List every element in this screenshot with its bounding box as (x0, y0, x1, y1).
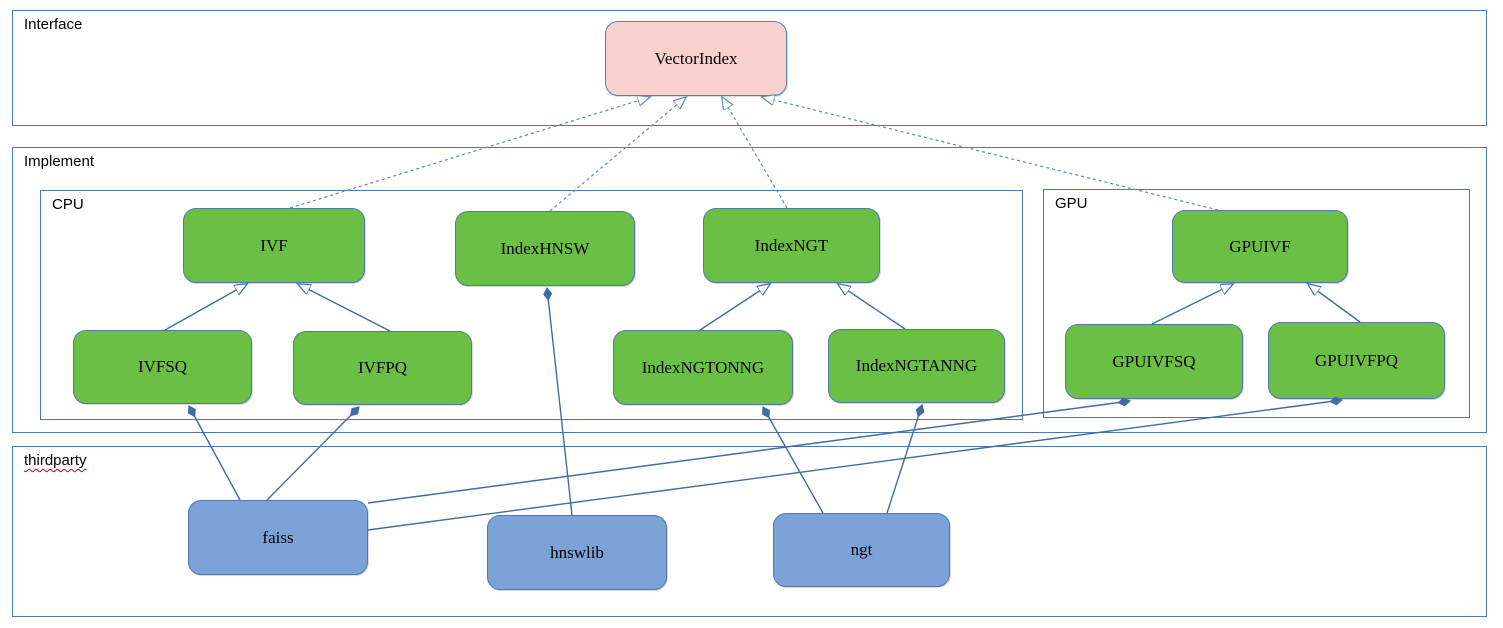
node-ngt[interactable]: ngt (773, 513, 950, 587)
node-indexngtonng[interactable]: IndexNGTONNG (613, 330, 793, 405)
node-ivfpq[interactable]: IVFPQ (293, 331, 472, 405)
node-indexngtanng[interactable]: IndexNGTANNG (828, 329, 1005, 403)
cpu-section-label: CPU (52, 196, 84, 214)
interface-section-label: Interface (24, 16, 83, 34)
node-indexhnsw[interactable]: IndexHNSW (455, 211, 635, 286)
node-gpuivfsq[interactable]: GPUIVFSQ (1065, 324, 1243, 399)
node-hnswlib[interactable]: hnswlib (487, 515, 667, 590)
gpu-section-label: GPU (1055, 195, 1088, 213)
node-gpuivf[interactable]: GPUIVF (1172, 210, 1348, 283)
implement-section-label: Implement (24, 153, 95, 171)
node-faiss[interactable]: faiss (188, 500, 368, 575)
thirdparty-section-label: thirdparty (24, 452, 87, 470)
node-ivfsq[interactable]: IVFSQ (73, 330, 252, 404)
node-indexngt[interactable]: IndexNGT (703, 208, 880, 283)
node-vectorindex[interactable]: VectorIndex (605, 21, 787, 96)
node-gpuivfpq[interactable]: GPUIVFPQ (1268, 322, 1445, 399)
node-ivf[interactable]: IVF (183, 208, 365, 283)
